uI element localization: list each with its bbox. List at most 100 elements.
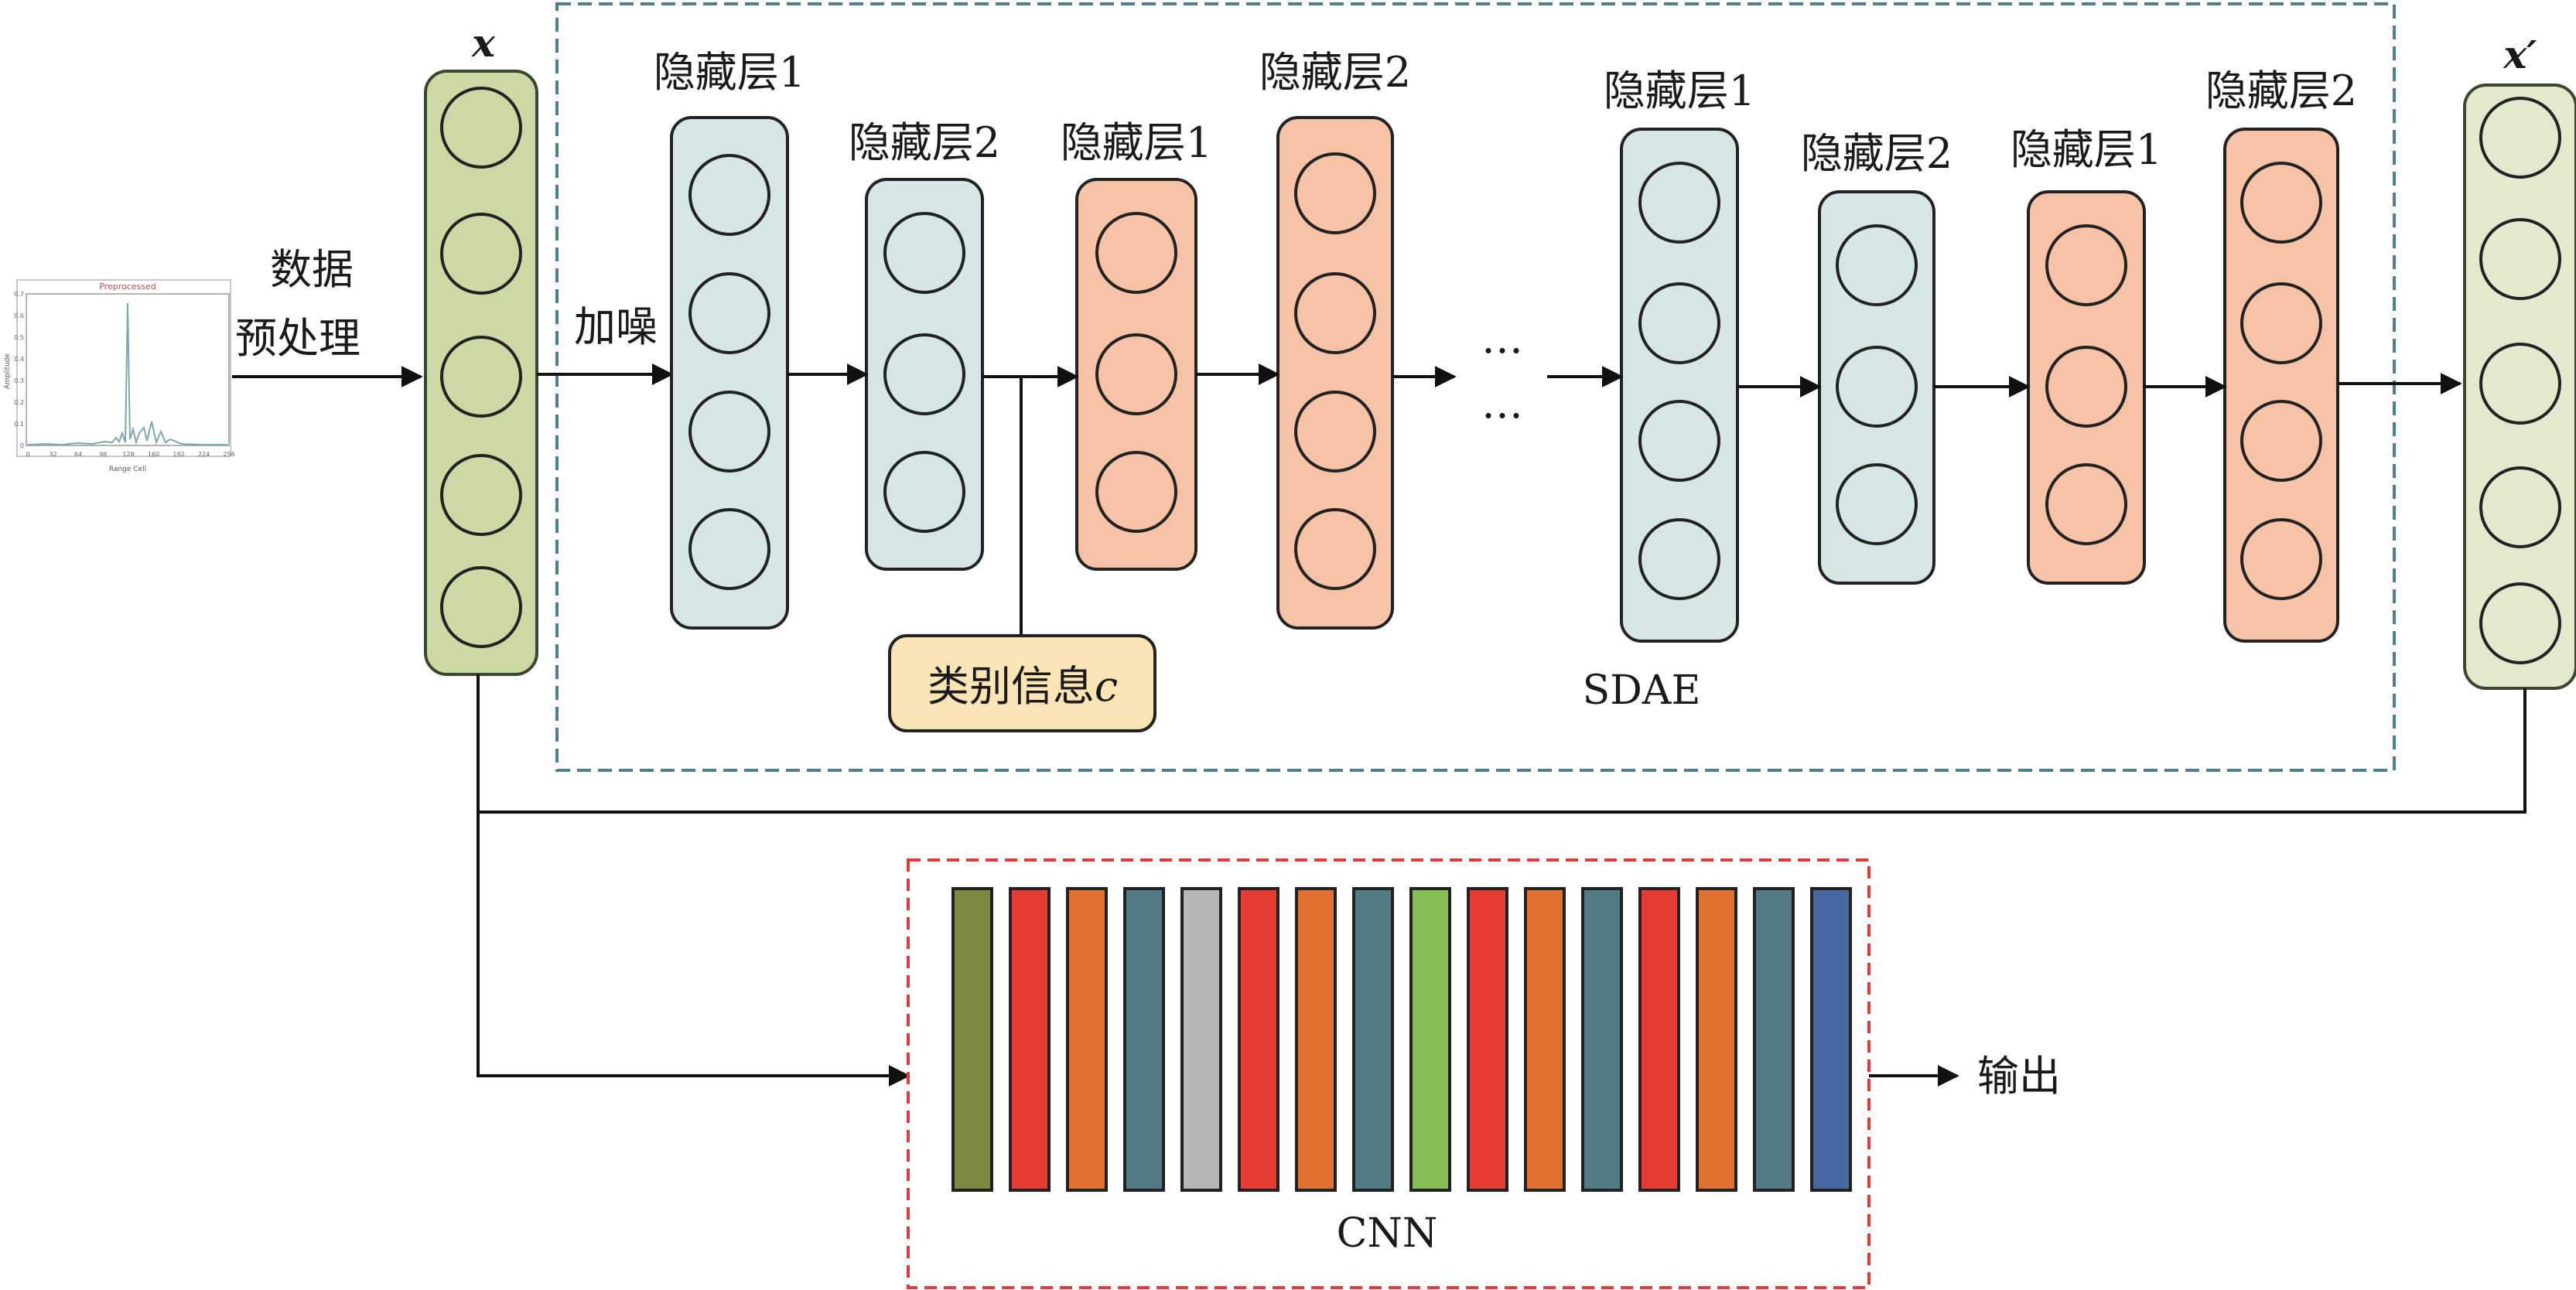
noise-label: 加噪 [574,302,658,351]
class-info-label: 类别信息c [928,662,1118,711]
ellipsis-bottom: … [1481,379,1523,428]
thumbnail-y-tick: 0.5 [14,334,24,341]
output-vector-label: x′ [2503,32,2537,77]
thumbnail-ylabel: Amplitude [4,353,12,389]
cnn-layer-bar-9 [1409,887,1451,1192]
hidden-layer-5: 隐藏层1 [1604,67,1755,643]
neuron-1 [883,212,965,294]
neuron-1 [1836,224,1918,306]
output-neuron-1 [2479,97,2561,179]
output-neuron-2 [2479,218,2561,300]
neuron-1 [688,154,770,236]
hidden-layer-2: 隐藏层2 [849,118,1000,571]
neuron-4 [1638,518,1720,600]
hidden-layer-label: 隐藏层2 [1259,48,1411,97]
hidden-layer-label: 隐藏层2 [2205,67,2357,115]
thumbnail-xlabel: Range Cell [109,466,146,473]
hidden-layer-3: 隐藏层1 [1061,118,1212,571]
thumbnail-y-tick: 0.3 [14,377,24,384]
thumbnail-x-tick: 256 [223,451,234,458]
neuron-2 [1294,272,1376,354]
neuron-1 [1638,162,1720,244]
neuron-3 [1095,451,1177,533]
input-neurons [440,87,522,648]
hidden-layers: 隐藏层1 隐藏层2 隐藏层1 隐藏层2 隐藏层1 隐藏层2 隐藏层1 隐藏层2 [654,48,2357,643]
thumbnail-y-tick: 0.2 [14,399,24,406]
neuron-3 [1638,400,1720,482]
neuron-2 [1836,346,1918,428]
cnn-layer-bar-4 [1123,887,1165,1192]
neuron-2 [883,333,965,415]
neuron-3 [2045,463,2127,545]
hidden-layer-label: 隐藏层2 [1801,129,1952,178]
neuron-2 [1638,282,1720,364]
output-neurons [2479,97,2561,664]
class-info-box [888,634,1156,732]
cnn-layer-bar-14 [1696,887,1737,1192]
thumbnail-y-tick: 0.4 [14,356,24,363]
hidden-layer-label: 隐藏层1 [2011,125,2162,174]
neuron-1 [2045,224,2127,306]
output-vector-box [2463,84,2576,690]
hidden-layer-label: 隐藏层1 [1061,118,1212,167]
neuron-2 [688,272,770,354]
thumbnail-x-tick: 32 [49,451,56,458]
thumbnail-y-ticks: 0.7 0.6 0.5 0.4 0.3 0.2 0.1 0 [14,291,24,449]
sdae-label: SDAE [1583,667,1701,714]
cnn-layer-bar-16 [1810,887,1852,1192]
neuron-4 [1294,508,1376,590]
thumbnail-x-tick: 128 [122,451,134,458]
cnn-frame [907,858,1871,1289]
cnn-layer-bar-10 [1467,887,1508,1192]
preprocessed-signal-thumbnail: Preprocessed Range Cell Amplitude 0 32 64 9… [4,279,235,473]
sdae-frame [555,2,2396,772]
cnn-layers [951,887,1852,1192]
hidden-layer-1: 隐藏层1 [654,48,805,630]
hidden-layer-6: 隐藏层2 [1801,129,1952,585]
thumbnail-y-tick: 0.1 [14,421,24,428]
ellipsis-top: … [1481,314,1523,363]
cnn-layer-bar-3 [1066,887,1108,1192]
hidden-layer-label: 隐藏层1 [1604,67,1755,115]
preprocess-label-line2: 预处理 [235,314,360,363]
thumbnail-plot-frame [26,293,230,446]
thumbnail-y-tick: 0.7 [14,291,24,298]
preprocess-label-line1: 数据 [270,245,354,294]
hidden-layer-4: 隐藏层2 [1259,48,1411,630]
cnn-layer-bar-1 [951,887,993,1192]
neuron-1 [1095,212,1177,294]
neuron-3 [688,391,770,473]
neuron-2 [1095,333,1177,415]
cnn-layer-bar-12 [1581,887,1623,1192]
output-neuron-5 [2479,582,2561,664]
neuron-1 [1294,152,1376,234]
cnn-layer-bar-2 [1009,887,1051,1192]
thumbnail-x-tick: 192 [173,451,184,458]
thumbnail-x-tick: 224 [198,451,210,458]
cnn-layer-bar-6 [1238,887,1279,1192]
cnn-layer-bar-7 [1295,887,1337,1192]
hidden-layer-7: 隐藏层1 [2011,125,2162,585]
neuron-3 [1836,463,1918,545]
neuron-1 [2240,162,2322,244]
thumbnail-x-tick: 64 [74,451,82,458]
thumbnail-title: Preprocessed [99,282,156,292]
thumbnail-y-tick: 0 [20,442,24,449]
neuron-3 [883,451,965,533]
neuron-3 [1294,391,1376,473]
neuron-2 [2045,346,2127,428]
thumbnail-y-tick: 0.6 [14,312,24,319]
neuron-2 [2240,282,2322,364]
hidden-layer-label: 隐藏层1 [654,48,805,97]
cnn-layer-bar-8 [1352,887,1394,1192]
neuron-3 [2240,400,2322,482]
hidden-layer-label: 隐藏层2 [849,118,1000,167]
thumbnail-x-ticks: 0 32 64 96 128 160 192 224 256 [26,451,234,458]
output-label: 输出 [1977,1052,2061,1101]
neuron-4 [688,508,770,590]
cnn-label: CNN [1337,1210,1438,1257]
thumbnail-x-tick: 160 [148,451,159,458]
thumbnail-x-tick: 0 [26,451,29,458]
thumbnail-x-tick: 96 [99,451,107,458]
